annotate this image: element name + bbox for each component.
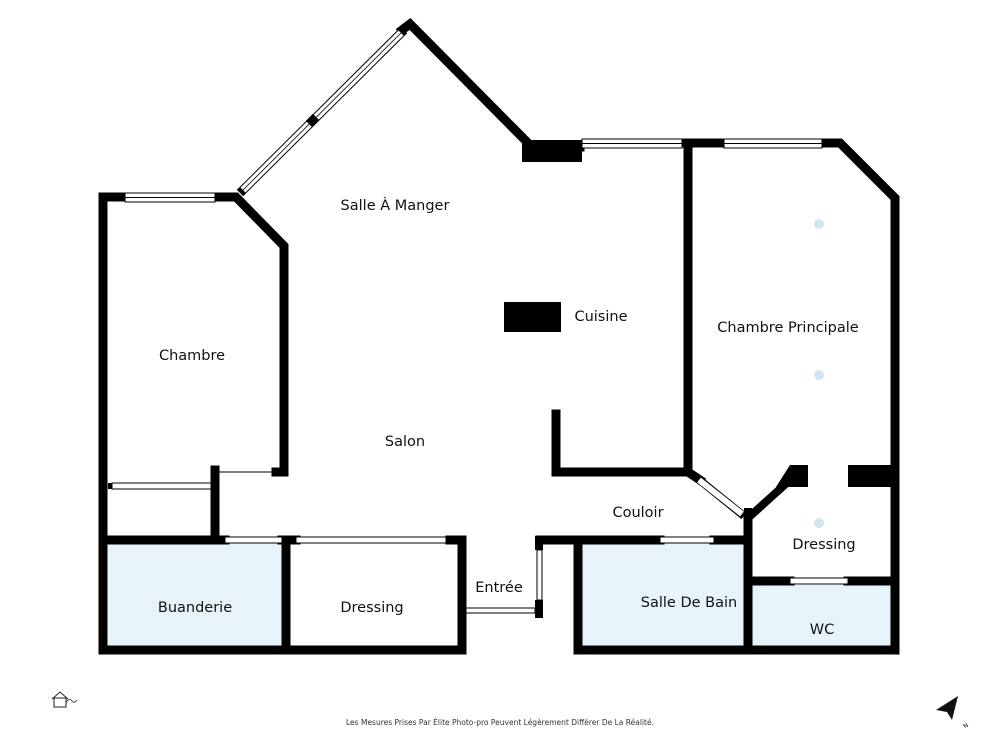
couloir-door [694, 474, 747, 520]
logo-house [53, 697, 67, 708]
door-couloir-glass [697, 477, 744, 517]
wall-bottom-left [98, 535, 467, 655]
room-label-couloir: Couloir [612, 505, 663, 521]
measurement-disclaimer: Les Mesures Prises Par Élite Photo-pro P… [346, 718, 654, 727]
buanderie-floor [108, 543, 282, 645]
window-diagonal-mullion [305, 113, 320, 128]
dressing-diagonal [745, 474, 801, 521]
kitchen-island [504, 302, 561, 332]
room-label-buanderie: Buanderie [158, 600, 232, 616]
wet-room-fills [108, 543, 891, 645]
room-label-cuisine: Cuisine [574, 309, 627, 325]
door-entree [465, 607, 536, 614]
north-arrow-icon: N [936, 696, 970, 730]
light-fixture-icon [814, 219, 824, 229]
room-label-dressing-right: Dressing [792, 537, 855, 553]
wc-floor [752, 585, 891, 645]
door-dressing-left [295, 536, 447, 544]
door-wc [789, 577, 849, 585]
room-label-chambre-principale: Chambre Principale [717, 320, 858, 336]
room-label-salon: Salon [385, 434, 425, 450]
elite-photo-pro-logo-icon [51, 691, 78, 708]
light-fixtures [814, 219, 824, 528]
wall-dressing-diagonal [745, 474, 801, 521]
wall-chambre-top [210, 192, 289, 477]
windows [124, 138, 823, 203]
door-buanderie [224, 536, 283, 544]
room-label-salle-a-manger: Salle À Manger [341, 197, 450, 214]
entree-post [535, 600, 543, 618]
entree-side-opening [536, 549, 543, 601]
room-label-wc: WC [810, 622, 834, 638]
entree-post-top [535, 536, 543, 550]
door-bath [659, 536, 715, 544]
light-fixture-icon [814, 370, 824, 380]
logo-roof [51, 691, 69, 700]
room-labels: Salle À Manger Cuisine Chambre Principal… [158, 197, 859, 638]
north-letter: N [962, 722, 970, 730]
room-label-entree: Entrée [475, 580, 523, 596]
wall-left-exterior [98, 192, 130, 655]
wall-kitchen-right [551, 138, 693, 477]
closet-opening [111, 482, 212, 490]
salle-de-bain-floor [582, 543, 746, 645]
diagonal-windows [236, 26, 408, 197]
walls [98, 18, 900, 655]
window-diagonal-divider [242, 32, 402, 191]
wall-diagonal-top [395, 18, 535, 150]
light-fixture-icon [814, 518, 824, 528]
room-label-salle-de-bain: Salle De Bain [641, 595, 737, 611]
column-top [522, 140, 582, 162]
logo-script [65, 699, 78, 704]
dressing-right-pillar-right [848, 465, 891, 487]
north-arrow-shape [936, 696, 958, 720]
room-label-chambre: Chambre [159, 348, 225, 364]
room-label-dressing-left: Dressing [340, 600, 403, 616]
